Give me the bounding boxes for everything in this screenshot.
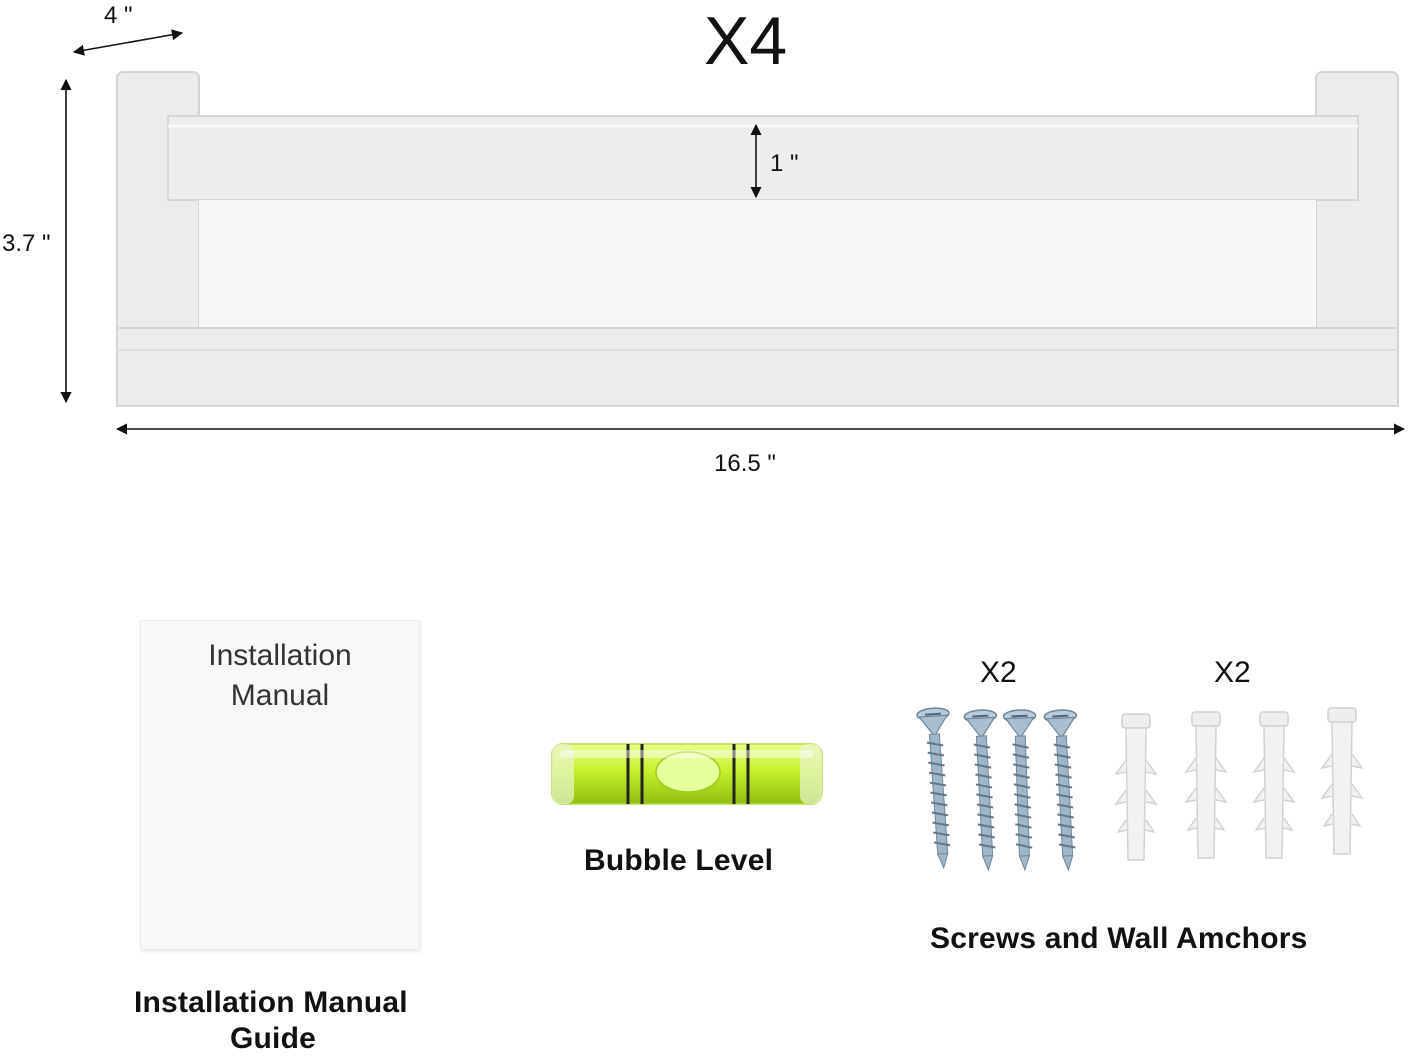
depth-label: 4 ": [104, 2, 133, 29]
bubble-level-icon: [551, 743, 823, 805]
manual-cover-line1: Installation: [208, 639, 352, 672]
anchors-quantity: X2: [1214, 656, 1251, 689]
rail-height-label: 1 ": [770, 150, 799, 177]
shelf-drawing: [60, 29, 1406, 435]
width-label: 16.5 ": [714, 450, 776, 477]
height-label: 3.7 ": [2, 230, 51, 257]
shelf-front-rail: [167, 115, 1359, 201]
wall-anchors-icon: [1115, 707, 1363, 861]
screws-icon: [915, 706, 1086, 872]
shelf-base-board: [116, 327, 1399, 407]
manual-caption-line1: Installation Manual: [134, 986, 408, 1019]
installation-manual: Installation Manual: [140, 620, 420, 950]
hardware-caption: Screws and Wall Amchors: [930, 922, 1308, 955]
screws-quantity: X2: [980, 656, 1017, 689]
quantity-label: X4: [704, 3, 788, 79]
depth-arrow: [72, 29, 184, 56]
manual-cover-line2: Manual: [230, 679, 330, 712]
shelf-back-board: [199, 200, 1316, 328]
shelf-illustration: X4 4 " 3.7 " 1 " 16.5 ": [0, 0, 1408, 500]
manual-caption-line2: Guide: [230, 1022, 317, 1055]
bubble-level-caption: Bubble Level: [584, 844, 774, 877]
